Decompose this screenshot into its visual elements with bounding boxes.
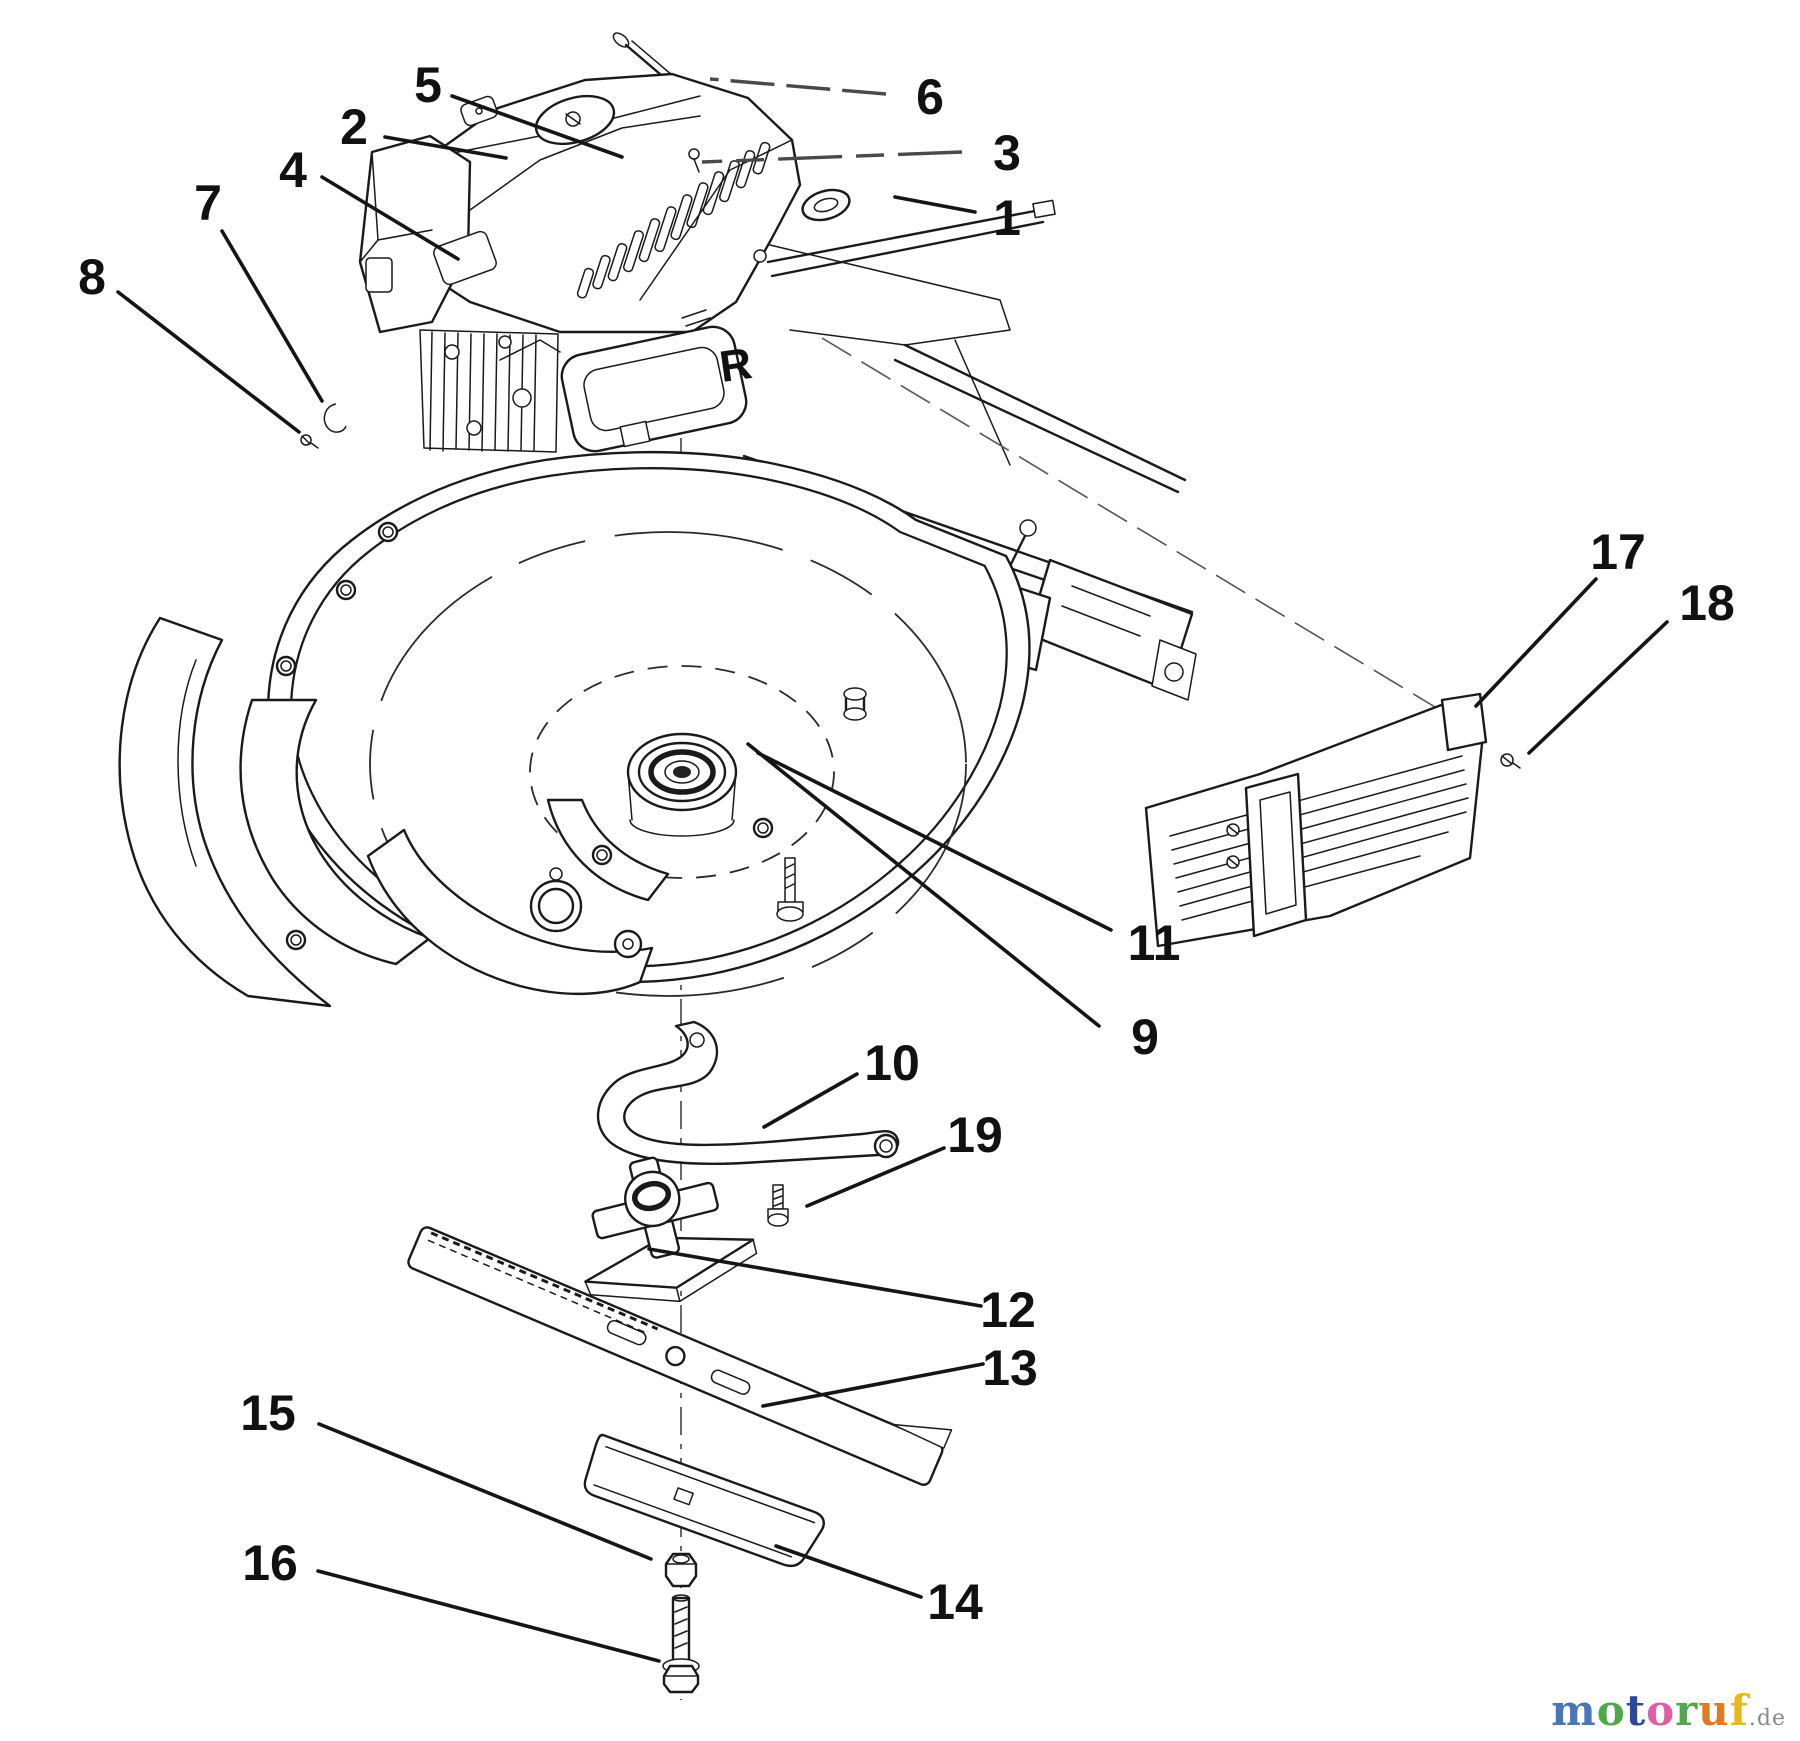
spindle-hub	[626, 732, 738, 837]
muffler: R	[560, 309, 755, 453]
oil-cap	[801, 188, 851, 222]
watermark-suffix: .de	[1748, 1706, 1786, 1731]
leader-11	[756, 751, 1113, 932]
watermark-letter: o	[1596, 1686, 1626, 1735]
blade-adapter	[584, 1156, 758, 1303]
callout-label-16: 16	[242, 1535, 298, 1591]
watermark-letter: f	[1729, 1686, 1749, 1735]
blade-bolt	[662, 1594, 700, 1694]
engine-label-plate	[433, 230, 497, 286]
engine-mount-rails	[769, 244, 1187, 494]
cylinder-fins	[419, 329, 561, 453]
mower-deck	[118, 450, 1197, 1008]
leader-7	[220, 229, 324, 403]
callout-label-11: 11	[1128, 915, 1181, 971]
screw-item8	[300, 434, 319, 449]
callout-label-15: 15	[240, 1385, 296, 1441]
screw-item19	[767, 1184, 789, 1227]
leader-17	[1474, 577, 1598, 708]
callout-label-7: 7	[194, 175, 222, 231]
engine-marking-r: R	[717, 339, 755, 392]
deck-stud	[843, 687, 867, 721]
callout-labels: 1 2 3 4 5 6 7 8 9 10 11 12 13 14 15 16 1…	[78, 57, 1735, 1630]
callout-label-3: 3	[993, 125, 1021, 181]
leader-16	[316, 1569, 661, 1663]
clip-item7	[323, 403, 347, 433]
screw-item18	[1500, 753, 1521, 769]
callout-label-12: 12	[980, 1282, 1036, 1338]
projection-line-grate	[821, 337, 1441, 711]
callout-label-6: 6	[916, 69, 944, 125]
blade-stiffener	[583, 1433, 825, 1568]
leader-5	[450, 94, 624, 159]
bail-ring	[529, 867, 583, 933]
deck-bolt	[776, 857, 804, 922]
callout-label-8: 8	[78, 249, 106, 305]
callout-label-18: 18	[1679, 575, 1735, 631]
motoruf-watermark-logo: motoruf.de	[1551, 1686, 1786, 1735]
watermark-letter: r	[1675, 1686, 1699, 1735]
leader-12	[647, 1247, 983, 1308]
engine-vents	[576, 141, 771, 299]
leader-15	[317, 1422, 653, 1561]
callout-label-10: 10	[864, 1035, 920, 1091]
leader-1	[893, 195, 977, 214]
callout-label-13: 13	[982, 1340, 1038, 1396]
callout-label-14: 14	[927, 1574, 983, 1630]
watermark-letter: m	[1551, 1686, 1597, 1735]
throttle-cable	[753, 199, 1056, 278]
callout-label-4: 4	[279, 142, 307, 198]
bolt-item3	[688, 148, 700, 173]
leader-18	[1527, 620, 1669, 755]
watermark-letter: t	[1625, 1686, 1647, 1735]
discharge-grate	[1144, 692, 1521, 948]
callout-label-1: 1	[993, 190, 1021, 246]
discharge-guard	[596, 1020, 900, 1166]
leader-19	[805, 1146, 946, 1208]
deck-shell	[266, 450, 1031, 997]
mower-blade	[407, 1226, 953, 1486]
leader-2	[383, 135, 508, 160]
deck-baffles	[118, 616, 670, 1008]
callout-label-19: 19	[947, 1107, 1003, 1163]
watermark-letter: o	[1646, 1686, 1676, 1735]
grate-screws	[1226, 823, 1240, 869]
leader-lines	[116, 77, 1669, 1663]
blade-nut	[664, 1552, 698, 1588]
watermark-letter: u	[1698, 1686, 1730, 1735]
leader-6	[709, 77, 887, 96]
deck-hardware	[275, 521, 867, 959]
leader-14	[774, 1544, 923, 1599]
callout-label-5: 5	[414, 57, 442, 113]
leader-8	[116, 290, 301, 434]
leader-9	[746, 742, 1101, 1028]
leader-4	[320, 175, 460, 261]
callout-label-17: 17	[1590, 524, 1646, 580]
leader-10	[762, 1072, 859, 1129]
callout-label-9: 9	[1131, 1009, 1159, 1065]
leader-3	[701, 150, 963, 164]
leader-13	[761, 1362, 985, 1408]
callout-label-2: 2	[340, 99, 368, 155]
